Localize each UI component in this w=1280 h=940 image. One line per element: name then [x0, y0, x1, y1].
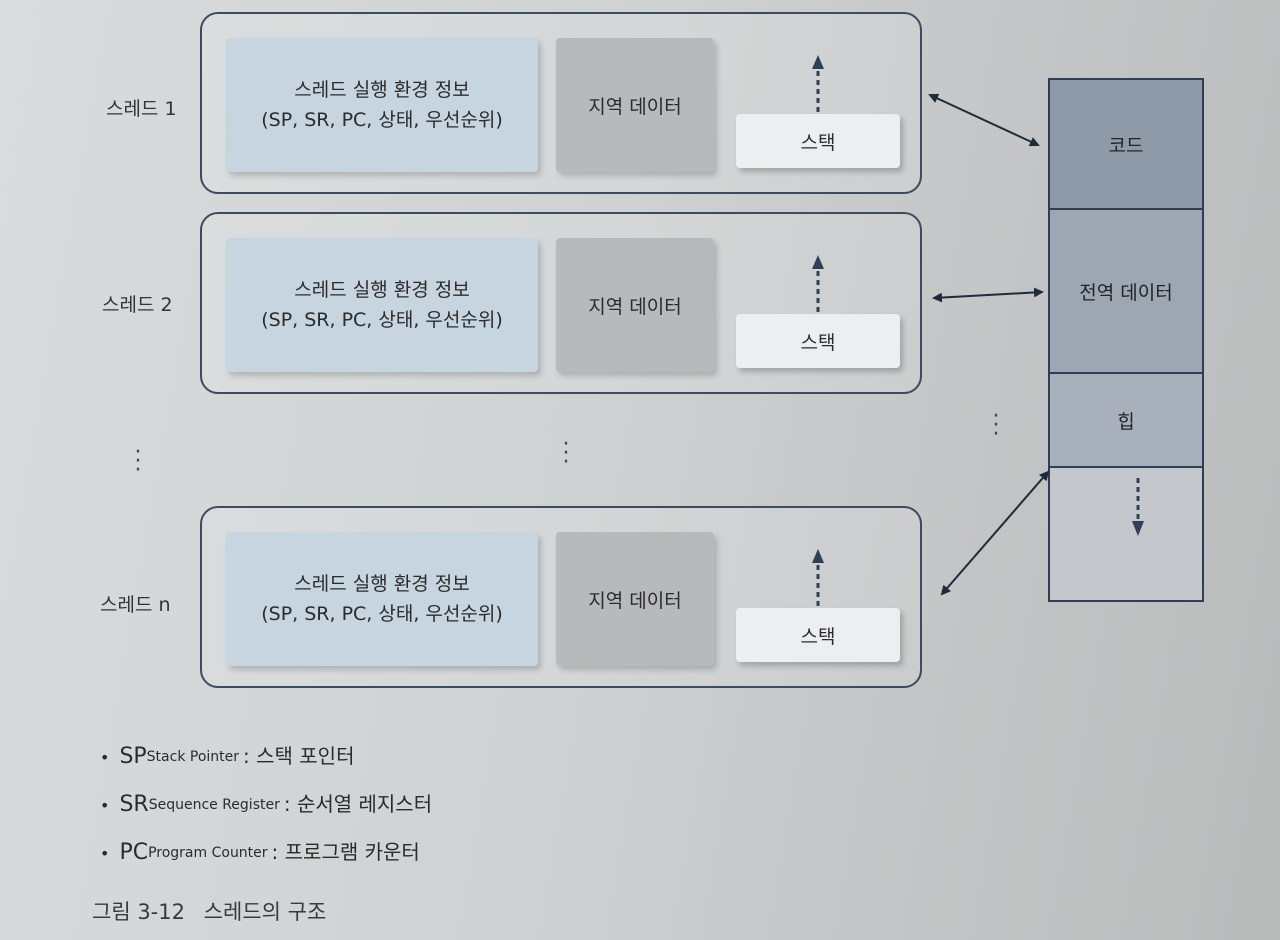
thread-list-ellipsis-center: ··· — [562, 432, 570, 475]
legend-sr-abbr: SR — [119, 792, 149, 817]
thread-n-label: 스레드 n — [100, 594, 171, 616]
thread-2-local-data: 지역 데이터 — [556, 238, 714, 372]
thread-n-local-data: 지역 데이터 — [556, 532, 714, 666]
thread-n-env-title: 스레드 실행 환경 정보 — [294, 573, 470, 595]
thread-n-env-info: 스레드 실행 환경 정보 (SP, SR, PC, 상태, 우선순위) — [226, 532, 538, 666]
legend-pc-full: Program Counter — [148, 845, 268, 861]
figure-caption: 그림 3-12 스레드의 구조 — [92, 896, 326, 926]
legend-sr-bullet: • — [100, 796, 110, 815]
process-memory: 코드 전역 데이터 힙 — [1048, 78, 1204, 602]
thread-n-stack: 스택 — [736, 608, 900, 662]
thread-1-box: 스레드 실행 환경 정보 (SP, SR, PC, 상태, 우선순위) 지역 데… — [200, 12, 922, 194]
connector-ellipsis: ··· — [992, 404, 1000, 447]
figure-title: 스레드의 구조 — [203, 900, 327, 924]
thread-n-memory-arrow — [940, 470, 1050, 596]
thread-1-memory-arrow — [928, 93, 1040, 147]
legend-pc: • PC Program Counter : 프로그램 카운터 — [100, 836, 420, 865]
memory-heap-segment: 힙 — [1050, 374, 1202, 468]
legend-sp-full: Stack Pointer — [146, 749, 240, 765]
legend-pc-bullet: • — [100, 844, 110, 863]
thread-1-env-info: 스레드 실행 환경 정보 (SP, SR, PC, 상태, 우선순위) — [226, 38, 538, 172]
thread-2-box: 스레드 실행 환경 정보 (SP, SR, PC, 상태, 우선순위) 지역 데… — [200, 212, 922, 394]
memory-free-area — [1050, 468, 1202, 600]
legend-sr: • SR Sequence Register : 순서열 레지스터 — [100, 788, 432, 817]
legend-sp-abbr: SP — [119, 744, 147, 769]
thread-n-box: 스레드 실행 환경 정보 (SP, SR, PC, 상태, 우선순위) 지역 데… — [200, 506, 922, 688]
thread-2-env-title: 스레드 실행 환경 정보 — [294, 279, 470, 301]
thread-2-memory-arrow — [932, 287, 1044, 303]
thread-2-env-info: 스레드 실행 환경 정보 (SP, SR, PC, 상태, 우선순위) — [226, 238, 538, 372]
thread-2-label: 스레드 2 — [102, 294, 173, 316]
thread-1-stack-growth-arrow — [812, 55, 824, 112]
legend-sr-full: Sequence Register — [148, 797, 280, 813]
heap-growth-arrow — [1132, 478, 1144, 536]
thread-list-ellipsis-left: ··· — [134, 440, 142, 483]
figure-number: 그림 3-12 — [92, 900, 185, 924]
legend-sp-bullet: • — [100, 748, 110, 767]
thread-1-label: 스레드 1 — [106, 98, 177, 120]
legend-sp: • SP Stack Pointer : 스택 포인터 — [100, 740, 354, 769]
thread-2-env-detail: (SP, SR, PC, 상태, 우선순위) — [261, 309, 503, 331]
legend-pc-desc: : 프로그램 카운터 — [271, 840, 420, 864]
thread-n-env-detail: (SP, SR, PC, 상태, 우선순위) — [261, 603, 503, 625]
legend-pc-abbr: PC — [119, 840, 149, 865]
memory-global-data-segment: 전역 데이터 — [1050, 210, 1202, 374]
thread-1-local-data: 지역 데이터 — [556, 38, 714, 172]
memory-code-segment: 코드 — [1050, 80, 1202, 210]
legend-sp-desc: : 스택 포인터 — [243, 744, 355, 768]
thread-1-env-title: 스레드 실행 환경 정보 — [294, 79, 470, 101]
legend-sr-desc: : 순서열 레지스터 — [283, 792, 433, 816]
thread-1-stack: 스택 — [736, 114, 900, 168]
thread-2-stack-growth-arrow — [812, 255, 824, 312]
thread-2-stack: 스택 — [736, 314, 900, 368]
thread-1-env-detail: (SP, SR, PC, 상태, 우선순위) — [261, 109, 503, 131]
thread-n-stack-growth-arrow — [812, 549, 824, 606]
